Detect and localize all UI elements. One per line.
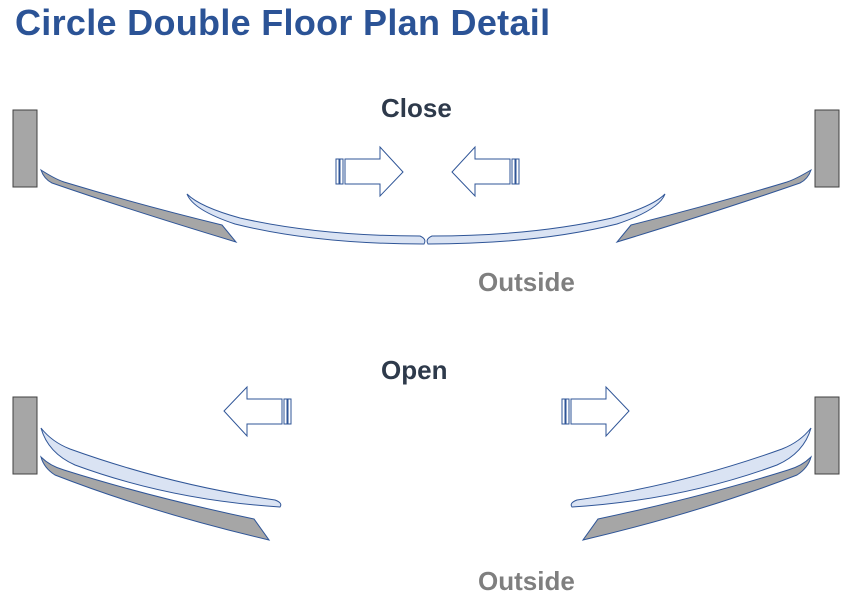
fixed-panel-right-close — [615, 168, 812, 243]
outside-label-close: Outside — [478, 267, 575, 297]
wall-right-top — [814, 109, 840, 188]
sliding-panel-left-open — [40, 427, 282, 508]
sliding-panel-right-open — [570, 427, 812, 508]
open-label: Open — [381, 355, 448, 385]
close-label: Close — [381, 93, 452, 123]
arrow-left-icon — [223, 385, 292, 438]
arrow-right-icon — [335, 145, 404, 198]
close-section — [12, 109, 840, 245]
arrow-right-icon — [561, 385, 630, 438]
fixed-panel-left-open — [40, 455, 271, 541]
page-title: Circle Double Floor Plan Detail — [15, 2, 551, 43]
outside-label-open: Outside — [478, 566, 575, 596]
open-section — [12, 385, 840, 541]
arrow-left-icon — [451, 145, 520, 198]
fixed-panel-left-close — [40, 168, 238, 243]
fixed-panel-right-open — [581, 455, 812, 541]
wall-right-bottom — [814, 396, 840, 475]
sliding-panel-left-close — [186, 193, 426, 245]
wall-left-bottom — [12, 396, 38, 475]
sliding-panel-right-close — [426, 193, 666, 245]
wall-left-top — [12, 109, 38, 188]
